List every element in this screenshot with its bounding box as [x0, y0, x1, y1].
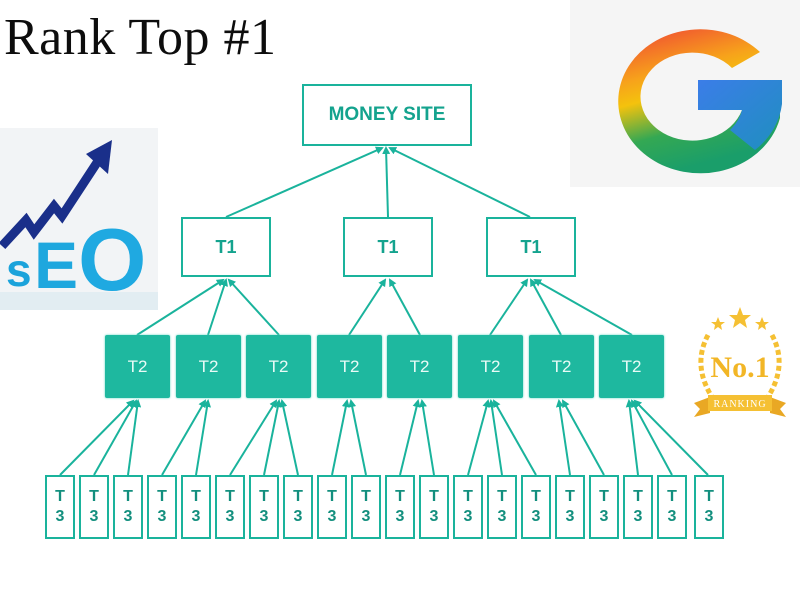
page-title: Rank Top #1: [4, 9, 277, 66]
tier2-node: T2: [387, 335, 452, 398]
tier2-node: T2: [529, 335, 594, 398]
trend-arrow-icon: [0, 155, 104, 250]
badge-number: No.1: [710, 351, 769, 384]
badge-ribbon-text: RANKING: [713, 399, 766, 410]
tier2-node: T2: [105, 335, 170, 398]
tier2-node: T2: [458, 335, 523, 398]
tier2-node: T2: [317, 335, 382, 398]
ranking-badge: No.1 RANKING: [688, 305, 792, 423]
svg-text:E: E: [34, 228, 78, 302]
tier2-node: T2: [599, 335, 664, 398]
tier2-node: T2: [246, 335, 311, 398]
google-logo: [570, 0, 800, 187]
tier1-node: T1: [343, 217, 433, 277]
tier1-node: T1: [486, 217, 576, 277]
seo-text: s: [6, 244, 32, 296]
tier2-node: T2: [176, 335, 241, 398]
seo-logo: s E O: [0, 128, 158, 310]
star-icon: [729, 307, 751, 328]
google-g-icon: [618, 29, 782, 174]
tier1-node: T1: [181, 217, 271, 277]
money-site-node: MONEY SITE: [302, 84, 472, 146]
